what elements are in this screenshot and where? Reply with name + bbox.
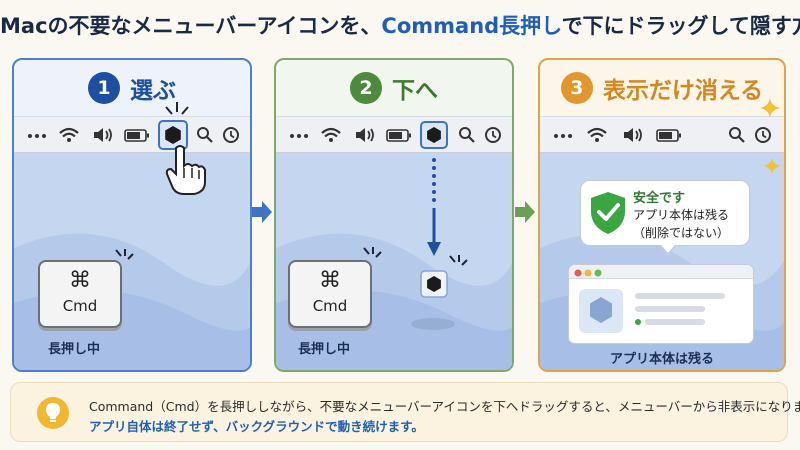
step-3-number: 3 [560, 72, 593, 104]
command-key: ⌘ Cmd [38, 260, 122, 328]
menu-bar [14, 116, 250, 153]
next-arrow-icon [252, 201, 272, 223]
battery-icon[interactable] [656, 126, 682, 144]
bubble-title: 安全です [633, 191, 686, 206]
press-spark-icon [363, 247, 382, 258]
sparkle-icon [760, 98, 780, 118]
more-dots-icon[interactable] [288, 126, 310, 144]
clock-icon[interactable] [754, 126, 772, 144]
app-hex-icon[interactable] [420, 121, 448, 149]
app-window [568, 264, 754, 344]
wifi-icon[interactable] [586, 126, 608, 144]
battery-icon[interactable] [386, 126, 412, 144]
clock-icon[interactable] [484, 126, 502, 144]
window-controls-icon[interactable] [569, 266, 609, 280]
window-content [579, 289, 725, 333]
command-key: ⌘ Cmd [288, 260, 372, 328]
wifi-icon[interactable] [320, 126, 342, 144]
notice-line-1: Command（Cmd）を長押ししながら、不要なメニューバーアイコンを下へドラッ… [89, 399, 800, 414]
step-1-header: 1 選ぶ [14, 60, 250, 116]
volume-icon[interactable] [622, 126, 644, 144]
step-2-panel: 2 下へ ⌘ Cmd 長押し中 [274, 58, 514, 372]
window-titlebar [569, 265, 753, 279]
press-spark-icon [115, 249, 134, 260]
notice-box: Command（Cmd）を長押ししながら、不要なメニューバーアイコンを下へドラッ… [10, 382, 800, 442]
shield-check-icon [591, 192, 625, 234]
step-3-header: 3 表示だけ消える [540, 60, 784, 116]
notice-line-2: アプリ自体は終了せず、バックグラウンドで動き続けます。 [89, 419, 424, 434]
command-key-label: Cmd [62, 297, 98, 315]
step-2-header: 2 下へ [276, 60, 512, 116]
bubble-line-2: （削除ではない） [633, 226, 730, 240]
dragged-app-hex-icon[interactable] [420, 270, 448, 298]
step-2-number: 2 [350, 72, 382, 104]
more-dots-icon[interactable] [26, 126, 48, 144]
safety-bubble: 安全です アプリ本体は残る （削除ではない） [580, 180, 750, 246]
menu-bar [540, 116, 784, 153]
step-2-title: 下へ [392, 78, 438, 104]
bubble-line-1: アプリ本体は残る [633, 208, 730, 222]
lightbulb-icon [37, 397, 69, 429]
page-title: Macの不要なメニューバーアイコンを、Command長押しで下にドラッグして隠す… [0, 10, 800, 40]
step-3-panel: 3 表示だけ消える 安全です アプリ本体は残る （削除ではない） [538, 58, 786, 372]
hold-label: 長押し中 [298, 342, 351, 357]
pointing-hand-icon [165, 145, 206, 195]
click-spark-icon [165, 102, 189, 115]
wifi-icon[interactable] [58, 126, 80, 144]
step-1-title: 選ぶ [130, 78, 176, 104]
clock-icon[interactable] [222, 126, 240, 144]
drag-spark-icon [449, 255, 468, 266]
title-part1: Macの不要なメニューバーアイコンを、 [0, 14, 382, 38]
title-highlight: Command長押し [381, 14, 562, 38]
app-hex-icon[interactable] [158, 120, 188, 150]
search-icon[interactable] [728, 126, 746, 144]
step-1-number: 1 [88, 72, 120, 104]
app-remains-label: アプリ本体は残る [609, 352, 714, 367]
volume-icon[interactable] [354, 126, 376, 144]
battery-icon[interactable] [124, 126, 150, 144]
title-part2: で下にドラッグして隠す方法 [561, 14, 800, 38]
command-key-symbol: ⌘ [319, 268, 341, 293]
search-icon[interactable] [196, 126, 214, 144]
search-icon[interactable] [458, 126, 476, 144]
hold-label: 長押し中 [48, 342, 101, 357]
volume-icon[interactable] [92, 126, 114, 144]
sparkle-icon [764, 158, 780, 174]
next-arrow-icon [515, 201, 535, 223]
command-key-symbol: ⌘ [69, 268, 91, 293]
step-3-title: 表示だけ消える [602, 78, 764, 104]
step-1-panel: 1 選ぶ ⌘ Cmd 長押し中 [12, 58, 252, 372]
menu-bar [276, 116, 512, 153]
command-key-label: Cmd [312, 297, 348, 315]
bubble-tail [660, 245, 676, 255]
drag-down-arrow-icon [427, 158, 441, 256]
more-dots-icon[interactable] [552, 126, 574, 144]
